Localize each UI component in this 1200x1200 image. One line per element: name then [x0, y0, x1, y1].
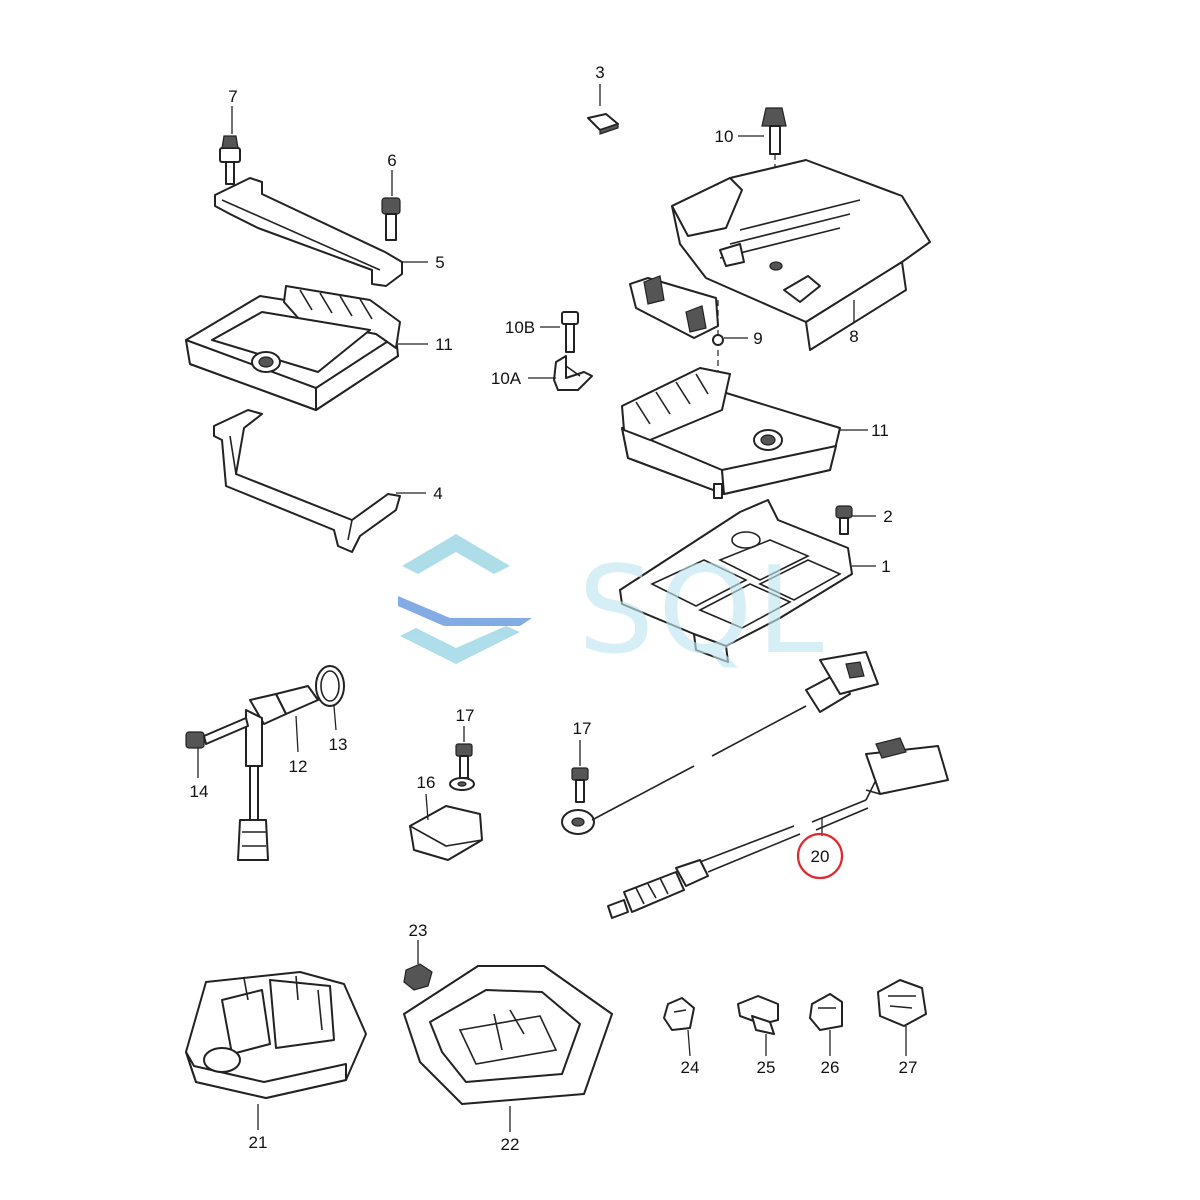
- callout-12: 12: [289, 757, 308, 776]
- part-26-clip: [809, 993, 843, 1031]
- part-9-mounting-bracket: [629, 275, 724, 480]
- callout-17-a: 17: [456, 706, 475, 725]
- part-25-clip: [737, 995, 779, 1035]
- callout-13: 13: [329, 735, 348, 754]
- callout-11-right: 11: [871, 421, 889, 440]
- callout-20: 20: [811, 847, 830, 866]
- knock-sensor-with-cable: [561, 651, 879, 835]
- part-11-control-unit-left: [185, 285, 401, 411]
- part-14-bolt: [185, 717, 249, 749]
- part-24-clip: [663, 997, 695, 1031]
- part-23-nut: [403, 963, 433, 991]
- callout-10a: 10A: [491, 369, 522, 388]
- part-13-o-ring: [315, 665, 345, 707]
- callout-25: 25: [757, 1058, 776, 1077]
- callout-8: 8: [849, 327, 858, 346]
- watermark-text: SQL: [578, 542, 827, 681]
- watermark-chevron-bottom-icon: [400, 626, 520, 664]
- callout-3: 3: [595, 63, 604, 82]
- callout-22: 22: [501, 1135, 520, 1154]
- part-22-tray: [403, 965, 613, 1105]
- part-17-screw-b: [571, 767, 589, 803]
- callout-9: 9: [753, 329, 762, 348]
- callout-23: 23: [409, 921, 428, 940]
- part-11-control-unit-right: [621, 367, 841, 499]
- part-1-tray: [619, 499, 853, 663]
- watermark-chevron-blue-icon: [398, 596, 532, 626]
- callout-1: 1: [881, 557, 890, 576]
- callout-5: 5: [435, 253, 444, 272]
- part-8-control-unit-housing: [671, 159, 931, 351]
- callout-10: 10: [715, 127, 734, 146]
- part-6-bolt: [381, 197, 401, 241]
- callout-21: 21: [249, 1133, 268, 1152]
- callout-11-left: 11: [435, 335, 453, 354]
- callout-7: 7: [228, 87, 237, 106]
- part-17-screw-a: [455, 743, 473, 779]
- callout-16: 16: [417, 773, 436, 792]
- part-20-lambda-probe: [607, 737, 949, 919]
- watermark: SQL: [398, 534, 827, 681]
- callout-24: 24: [681, 1058, 700, 1077]
- part-5-bracket: [214, 177, 403, 287]
- part-7-bolt: [219, 135, 241, 185]
- callout-26: 26: [821, 1058, 840, 1077]
- part-3-pad: [587, 113, 619, 135]
- part-12-speed-sensor: [237, 685, 319, 861]
- callout-labels: 3 7 6 5 10 10B 10A 9 8 11 11 4 2 1 13 12…: [190, 63, 918, 1154]
- highlight-ring-part-20: [796, 832, 844, 880]
- leader-lines: [197, 84, 907, 1132]
- part-21-base-plate: [185, 971, 367, 1099]
- callout-10b: 10B: [505, 318, 535, 337]
- part-10b-screw: [561, 311, 579, 353]
- part-27-clip: [877, 979, 927, 1027]
- callout-4: 4: [433, 484, 442, 503]
- part-4-bracket: [213, 409, 401, 553]
- part-10a-clip: [553, 355, 593, 391]
- watermark-chevron-top-icon: [402, 534, 510, 574]
- callout-6: 6: [387, 151, 396, 170]
- callout-27: 27: [899, 1058, 918, 1077]
- part-2-bolt: [835, 505, 853, 535]
- callout-17-b: 17: [573, 719, 592, 738]
- callout-2: 2: [883, 507, 892, 526]
- callout-14: 14: [190, 782, 209, 801]
